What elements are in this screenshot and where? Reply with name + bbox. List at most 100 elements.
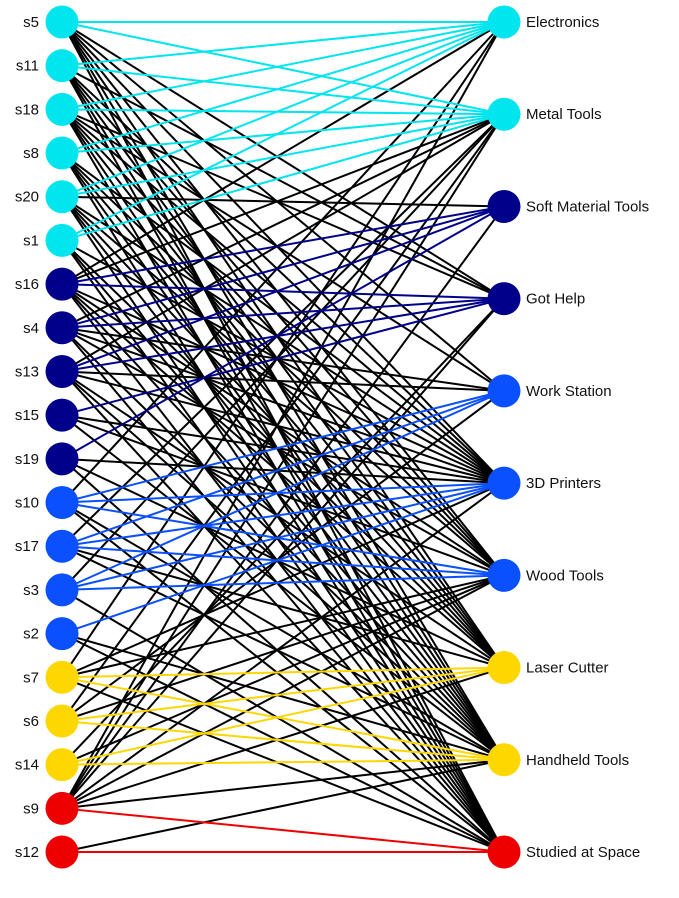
left-node-s13[interactable]: s13 (15, 354, 79, 388)
right-node-label: Studied at Space (526, 844, 640, 861)
node-circle[interactable] (45, 835, 79, 869)
node-circle[interactable] (45, 660, 79, 694)
right-node-studied-at-space[interactable]: Studied at Space (487, 835, 641, 869)
edge-s5-to-metal-tools (61, 21, 505, 116)
node-circle[interactable] (487, 189, 521, 223)
edge-s10-to-wood-tools (61, 501, 505, 577)
right-node-laser-cutter[interactable]: Laser Cutter (487, 651, 609, 685)
edge-s7-to-handheld-tools (61, 676, 505, 761)
edge-s3-to-3d-printers (61, 482, 505, 591)
left-node-s9[interactable]: s9 (23, 791, 79, 825)
edge-s5-to-3d-printers (61, 21, 505, 484)
node-circle[interactable] (45, 136, 79, 170)
left-node-s3[interactable]: s3 (23, 573, 79, 607)
left-node-s7[interactable]: s7 (23, 660, 79, 694)
right-node-wood-tools[interactable]: Wood Tools (487, 558, 604, 592)
left-node-s10[interactable]: s10 (15, 486, 79, 520)
node-circle[interactable] (45, 180, 79, 214)
node-circle[interactable] (45, 748, 79, 782)
left-node-label: s19 (15, 451, 39, 468)
edge-s17-to-metal-tools (61, 113, 505, 547)
right-node-metal-tools[interactable]: Metal Tools (487, 97, 602, 131)
right-node-soft-material-tools[interactable]: Soft Material Tools (487, 189, 650, 223)
right-node-handheld-tools[interactable]: Handheld Tools (487, 743, 630, 777)
left-node-s11[interactable]: s11 (16, 49, 79, 83)
left-node-s6[interactable]: s6 (23, 704, 79, 738)
node-circle[interactable] (45, 223, 79, 257)
node-circle[interactable] (45, 704, 79, 738)
left-node-label: s5 (23, 14, 39, 31)
edge-s15-to-wood-tools (61, 414, 505, 577)
left-node-label: s3 (23, 582, 39, 599)
edge-s15-to-3d-printers (61, 414, 505, 485)
node-circle[interactable] (45, 267, 79, 301)
right-node-3d-printers[interactable]: 3D Printers (487, 466, 602, 500)
edge-s8-to-laser-cutter (61, 152, 505, 669)
left-node-s20[interactable]: s20 (15, 180, 79, 214)
left-node-s16[interactable]: s16 (15, 267, 79, 301)
node-circle[interactable] (487, 374, 521, 408)
left-node-s8[interactable]: s8 (23, 136, 79, 170)
edge-s16-to-handheld-tools (61, 283, 505, 761)
edge-s17-to-handheld-tools (61, 545, 505, 761)
edge-s6-to-handheld-tools (61, 719, 505, 761)
node-circle[interactable] (487, 466, 521, 500)
edge-s16-to-3d-printers (61, 283, 505, 485)
node-circle[interactable] (487, 5, 521, 39)
edge-s20-to-electronics (61, 21, 505, 198)
node-circle[interactable] (45, 49, 79, 83)
right-node-label: Metal Tools (526, 106, 602, 123)
edge-s7-to-wood-tools (61, 574, 505, 679)
right-node-work-station[interactable]: Work Station (487, 374, 612, 408)
edge-s5-to-laser-cutter (61, 21, 505, 669)
left-node-s2[interactable]: s2 (23, 617, 79, 651)
edge-s18-to-handheld-tools (61, 108, 505, 761)
edge-s5-to-wood-tools (61, 21, 505, 576)
node-circle[interactable] (45, 442, 79, 476)
node-circle[interactable] (45, 486, 79, 520)
left-node-s14[interactable]: s14 (15, 748, 79, 782)
node-circle[interactable] (45, 311, 79, 345)
right-node-label: Got Help (526, 291, 585, 308)
left-node-s5[interactable]: s5 (23, 5, 79, 39)
node-circle[interactable] (45, 617, 79, 651)
node-circle[interactable] (487, 835, 521, 869)
left-node-s18[interactable]: s18 (15, 92, 79, 126)
edge-s10-to-3d-printers (61, 482, 505, 504)
right-node-label: 3D Printers (526, 475, 601, 492)
left-node-s4[interactable]: s4 (23, 311, 79, 345)
right-node-got-help[interactable]: Got Help (487, 282, 586, 316)
node-circle[interactable] (487, 651, 521, 685)
edge-s8-to-3d-printers (61, 152, 505, 484)
edge-s7-to-electronics (61, 21, 505, 678)
edge-s8-to-wood-tools (61, 152, 505, 577)
left-node-label: s2 (23, 626, 39, 643)
left-node-s19[interactable]: s19 (15, 442, 79, 476)
node-circle[interactable] (487, 558, 521, 592)
right-node-label: Handheld Tools (526, 752, 629, 769)
left-node-s15[interactable]: s15 (15, 398, 79, 432)
node-circle[interactable] (45, 573, 79, 607)
node-circle[interactable] (45, 529, 79, 563)
node-circle[interactable] (45, 354, 79, 388)
node-circle[interactable] (45, 398, 79, 432)
edge-s2-to-handheld-tools (61, 632, 505, 761)
edge-s16-to-studied-at-space (61, 283, 505, 853)
left-node-label: s7 (23, 669, 39, 686)
edge-s13-to-3d-printers (61, 370, 505, 485)
node-circle[interactable] (45, 791, 79, 825)
edge-s19-to-laser-cutter (61, 457, 505, 669)
node-circle[interactable] (45, 92, 79, 126)
edge-s16-to-got-help (61, 283, 505, 300)
edges-layer (61, 21, 505, 853)
node-circle[interactable] (45, 5, 79, 39)
edge-s13-to-soft-material-tools (61, 205, 505, 373)
left-node-s1[interactable]: s1 (23, 223, 79, 257)
right-node-electronics[interactable]: Electronics (487, 5, 600, 39)
left-node-s12[interactable]: s12 (15, 835, 79, 869)
left-node-s17[interactable]: s17 (15, 529, 79, 563)
edge-s13-to-work-station (61, 370, 505, 392)
node-circle[interactable] (487, 97, 521, 131)
node-circle[interactable] (487, 282, 521, 316)
node-circle[interactable] (487, 743, 521, 777)
